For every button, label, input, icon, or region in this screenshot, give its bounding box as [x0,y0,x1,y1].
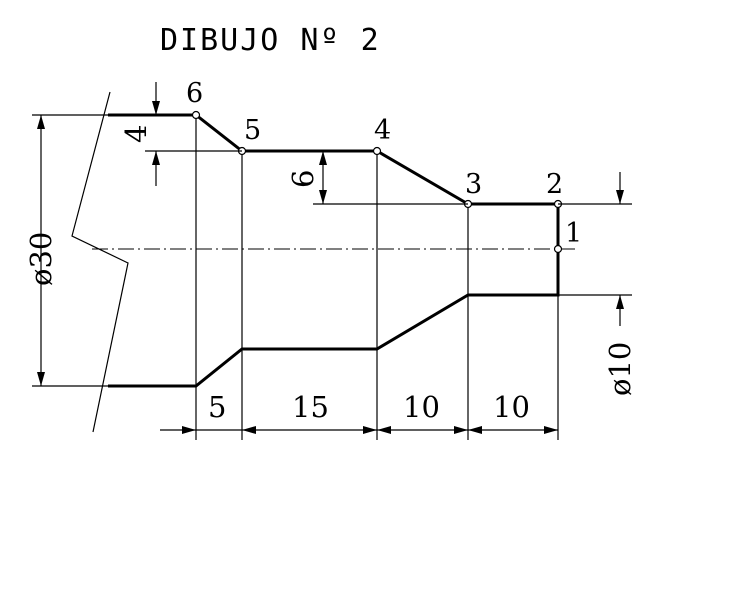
arrow-len15-right [363,426,377,434]
arrow-4-up [152,151,160,165]
dim-label-d10: ø10 [603,342,637,396]
dim-label-length-5: 5 [208,390,226,424]
drawing-title: DIBUJO Nº 2 [160,23,381,58]
point-label-2: 2 [546,169,563,200]
dim-label-length-10b: 10 [493,390,530,424]
dim-label-length-15: 15 [292,390,329,424]
arrow-d30-bottom [37,372,45,386]
point-label-3: 3 [465,169,482,200]
arrow-6-up [319,151,327,165]
point-label-6: 6 [186,78,203,109]
arrow-len5-left [182,426,196,434]
arrow-d10-down [616,190,624,204]
point-marker-1 [553,244,563,254]
dim-label-length-10a: 10 [403,390,440,424]
arrow-len10b-right [544,426,558,434]
part-outline-top [108,113,560,388]
point-marker-4 [372,146,382,156]
arrow-4-down [152,101,160,115]
dim-label-6: 6 [286,170,320,188]
arrow-len5-right [242,426,256,434]
point-marker-6 [191,110,201,120]
arrow-d10-up [616,295,624,309]
point-label-4: 4 [374,115,391,146]
arrow-len10b-left [468,426,482,434]
point-label-1: 1 [565,218,582,249]
dim-label-d30: ø30 [24,232,58,286]
arrow-d30-top [37,115,45,129]
arrow-len10a-right [454,426,468,434]
point-label-5: 5 [244,115,261,146]
arrow-6-down [319,190,327,204]
dim-label-4: 4 [119,125,153,143]
break-line-top [71,91,129,433]
arrow-len10a-left [377,426,391,434]
